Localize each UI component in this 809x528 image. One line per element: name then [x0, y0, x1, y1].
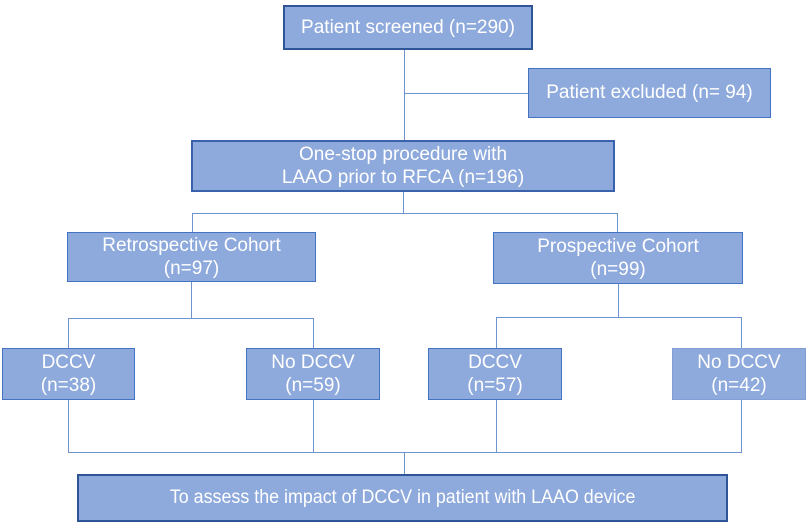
- connector-screened-to-onestop: [404, 50, 405, 140]
- connector-onestop-stem: [403, 192, 404, 213]
- node-retro-dccv: DCCV (n=38): [2, 348, 135, 400]
- connector-to-retrospective: [192, 213, 193, 232]
- node-label-line1: Retrospective Cohort: [102, 234, 281, 256]
- node-assess-outcome: To assess the impact of DCCV in patient …: [77, 474, 728, 522]
- connector-pro-no-dccv-down: [741, 400, 742, 452]
- node-label-line2: (n=57): [467, 375, 523, 396]
- node-label-line1: Prospective Cohort: [537, 235, 699, 257]
- node-label-line2: (n=42): [711, 375, 767, 396]
- connector-cohort-split: [192, 213, 617, 214]
- connector-to-retro-dccv: [68, 318, 69, 348]
- node-label-line2: (n=59): [285, 375, 341, 396]
- node-label: Patient screened (n=290): [301, 16, 515, 38]
- node-label-line1: One-stop procedure with: [298, 143, 508, 165]
- node-label-line1: DCCV: [468, 351, 522, 373]
- node-patient-excluded: Patient excluded (n= 94): [528, 68, 771, 118]
- node-retrospective-cohort: Retrospective Cohort (n=97): [67, 232, 316, 282]
- node-label-line1: No DCCV: [697, 351, 781, 373]
- node-pro-dccv: DCCV (n=57): [428, 348, 562, 400]
- connector-merge-to-assess: [404, 452, 405, 474]
- node-label-line1: No DCCV: [271, 351, 355, 373]
- node-label-line2: (n=38): [40, 375, 97, 396]
- node-onestop-procedure: One-stop procedure with LAAO prior to RF…: [191, 140, 615, 192]
- node-label: Patient excluded (n= 94): [546, 82, 753, 104]
- node-patient-screened: Patient screened (n=290): [283, 5, 533, 50]
- connector-pro-dccv-down: [496, 400, 497, 452]
- connector-branch-to-excluded: [404, 93, 528, 94]
- node-label-line2: (n=99): [590, 259, 646, 280]
- node-label-line2: LAAO prior to RFCA (n=196): [281, 167, 525, 188]
- connector-prospective-stem: [618, 284, 619, 317]
- connector-to-retro-no-dccv: [313, 318, 314, 348]
- node-label-line1: DCCV: [41, 351, 96, 373]
- connector-retro-no-dccv-down: [313, 400, 314, 452]
- connector-to-pro-no-dccv: [741, 317, 742, 348]
- connector-to-prospective: [617, 213, 618, 232]
- node-pro-no-dccv: No DCCV (n=42): [672, 348, 806, 400]
- connector-retro-split: [68, 318, 314, 319]
- node-prospective-cohort: Prospective Cohort (n=99): [493, 232, 743, 284]
- node-retro-no-dccv: No DCCV (n=59): [246, 348, 380, 400]
- connector-retrospective-stem: [191, 282, 192, 318]
- node-label: To assess the impact of DCCV in patient …: [169, 487, 636, 509]
- connector-pro-split: [496, 317, 741, 318]
- connector-retro-dccv-down: [68, 400, 69, 452]
- connector-merge-bar: [68, 452, 742, 453]
- node-label-line2: (n=97): [163, 258, 220, 279]
- connector-to-pro-dccv: [496, 317, 497, 348]
